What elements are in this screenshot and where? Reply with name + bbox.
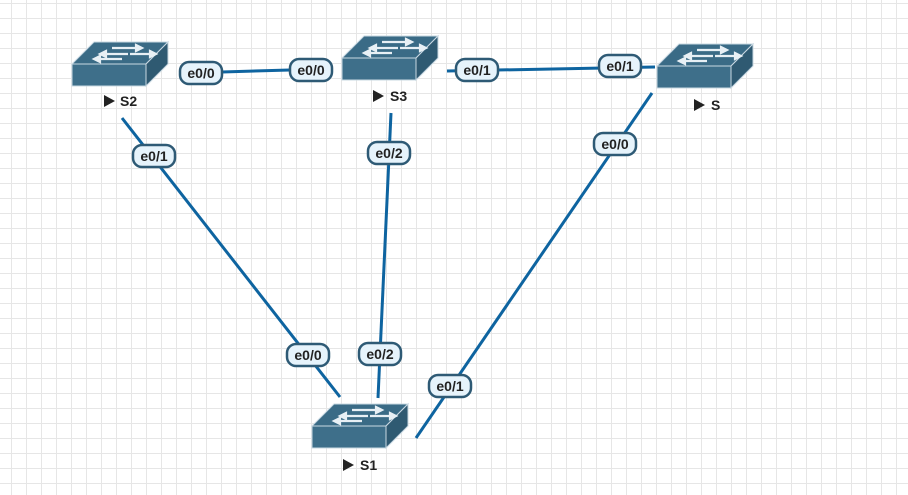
node-label: S: [711, 97, 720, 113]
port-label-s3-e0-0[interactable]: e0/0: [288, 57, 334, 83]
port-label-text: e0/0: [187, 65, 214, 81]
node-label: S1: [360, 457, 377, 473]
switch-icon: [340, 34, 440, 82]
port-label-s2-e0-0[interactable]: e0/0: [178, 60, 224, 86]
port-label-text: e0/1: [436, 378, 463, 394]
port-label-s-e0-1[interactable]: e0/1: [597, 53, 643, 79]
port-label-text: e0/0: [601, 136, 628, 152]
port-label-text: e0/0: [294, 347, 321, 363]
switch-node-s1[interactable]: S1: [310, 402, 410, 473]
switch-icon: [655, 42, 755, 90]
play-icon: [373, 90, 384, 102]
switch-node-s2[interactable]: S2: [70, 40, 170, 109]
port-label-text: e0/2: [375, 145, 402, 161]
port-label-text: e0/1: [463, 62, 490, 78]
play-icon: [343, 459, 354, 471]
port-label-text: e0/0: [297, 62, 324, 78]
port-label-s2-e0-1[interactable]: e0/1: [131, 143, 177, 169]
play-icon: [104, 95, 115, 107]
port-label-text: e0/1: [606, 58, 633, 74]
switch-node-s[interactable]: S: [655, 42, 755, 113]
switch-node-s3[interactable]: S3: [340, 34, 440, 104]
link-s2-s3[interactable]: [221, 68, 291, 74]
node-label: S2: [120, 93, 137, 109]
play-icon: [694, 99, 705, 111]
port-label-s-e0-0[interactable]: e0/0: [592, 131, 638, 157]
port-label-text: e0/2: [366, 346, 393, 362]
port-label-s3-e0-2[interactable]: e0/2: [366, 140, 412, 166]
switch-icon: [70, 40, 170, 88]
switch-icon: [310, 402, 410, 450]
port-label-s1-e0-1[interactable]: e0/1: [427, 373, 473, 399]
links-layer: [120, 65, 656, 439]
port-label-text: e0/1: [140, 148, 167, 164]
port-label-s1-e0-0[interactable]: e0/0: [285, 342, 331, 368]
port-label-s3-e0-1[interactable]: e0/1: [454, 57, 500, 83]
node-label: S3: [390, 88, 407, 104]
port-label-s1-e0-2[interactable]: e0/2: [357, 341, 403, 367]
